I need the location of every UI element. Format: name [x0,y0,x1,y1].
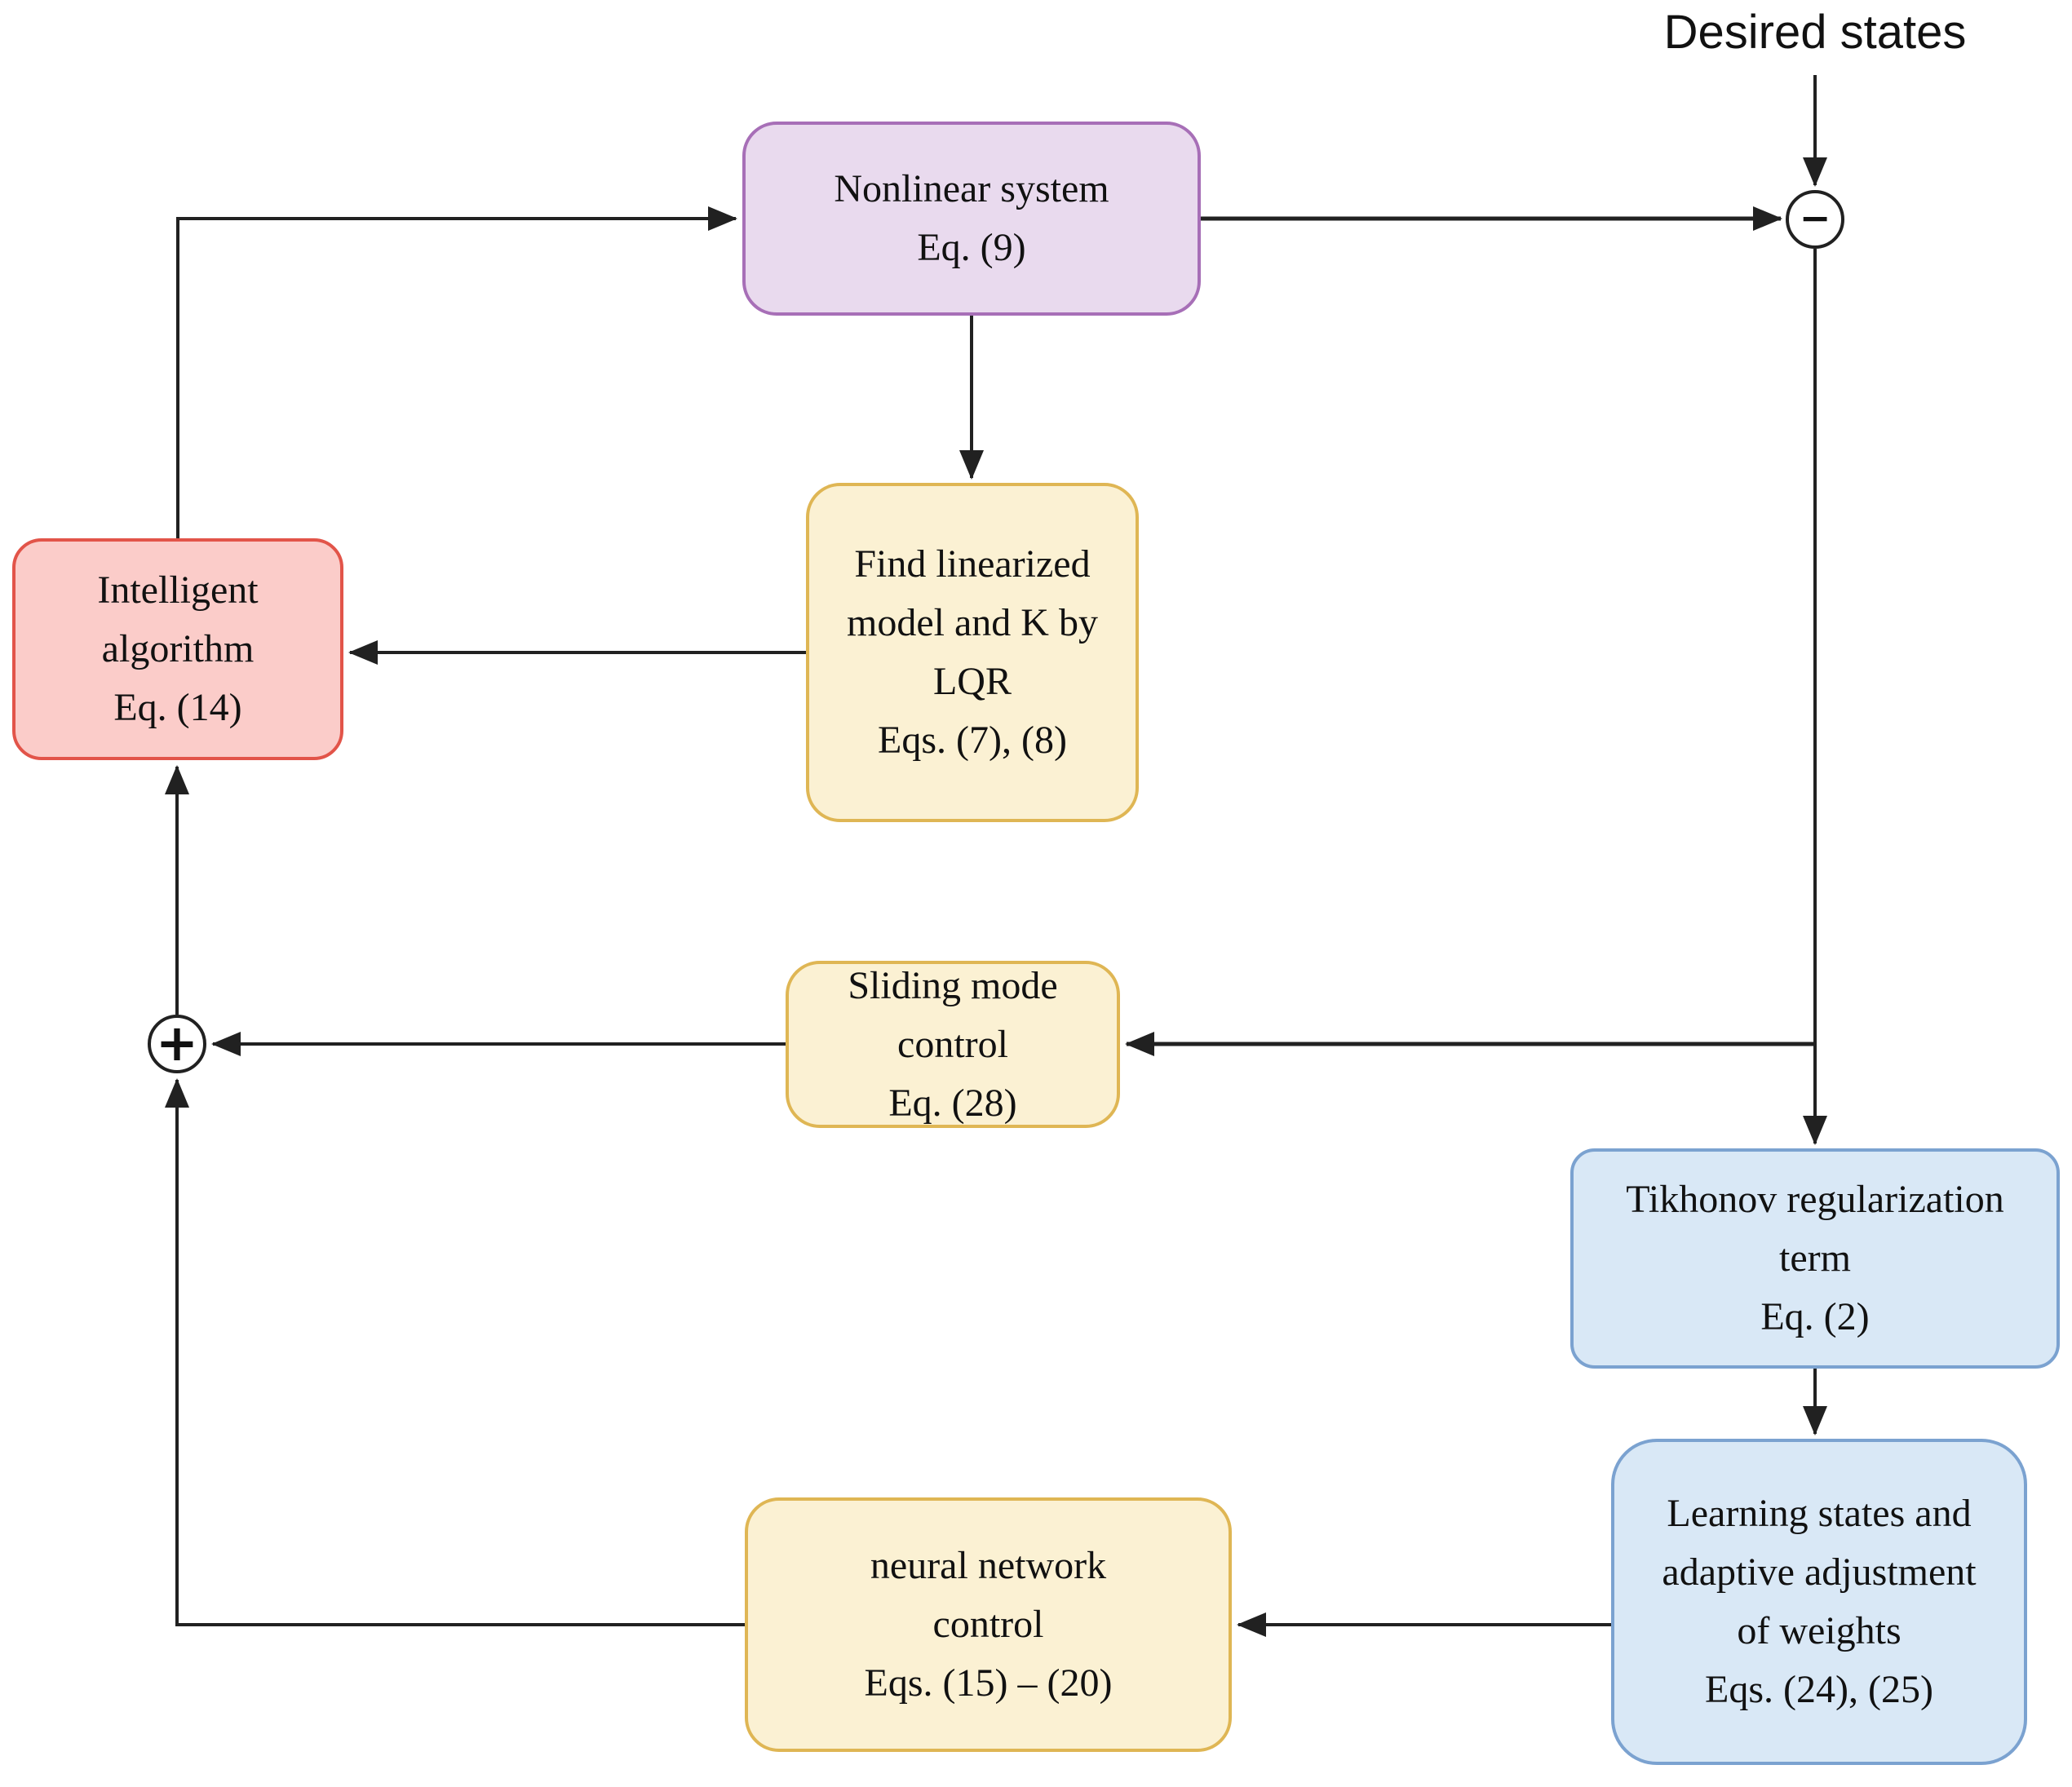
nonlinear-system-label: Nonlinear system Eq. (9) [834,167,1109,269]
sliding-mode-control-label: Sliding mode control Eq. (28) [848,963,1058,1125]
find-linearized-lqr-label: Find linearized model and K by LQR Eqs. … [847,542,1098,762]
neural-network-control-box: neural network control Eqs. (15) – (20) [745,1497,1232,1752]
plus-summing-junction: + [148,1012,206,1073]
minus-sign: − [1799,196,1831,240]
find-linearized-lqr-box: Find linearized model and K by LQR Eqs. … [806,483,1139,822]
connector-intelligent-to-nonlinear [176,206,737,538]
nonlinear-system-box: Nonlinear system Eq. (9) [742,122,1201,316]
desired-states-label: Desired states [1663,6,1967,59]
sliding-mode-control-box: Sliding mode control Eq. (28) [786,961,1120,1128]
minus-summing-junction: − [1786,190,1844,249]
intelligent-algorithm-box: Intelligent algorithm Eq. (14) [12,538,343,760]
intelligent-algorithm-label: Intelligent algorithm Eq. (14) [97,568,259,729]
connector-neural-to-plus-junction [165,1078,745,1626]
tikhonov-regularization-box: Tikhonov regularization term Eq. (2) [1570,1148,2060,1369]
learning-states-box: Learning states and adaptive adjustment … [1611,1439,2027,1765]
learning-states-label: Learning states and adaptive adjustment … [1662,1492,1977,1711]
plus-sign: + [156,1012,198,1073]
tikhonov-regularization-label: Tikhonov regularization term Eq. (2) [1626,1178,2004,1338]
neural-network-control-label: neural network control Eqs. (15) – (20) [864,1544,1113,1705]
